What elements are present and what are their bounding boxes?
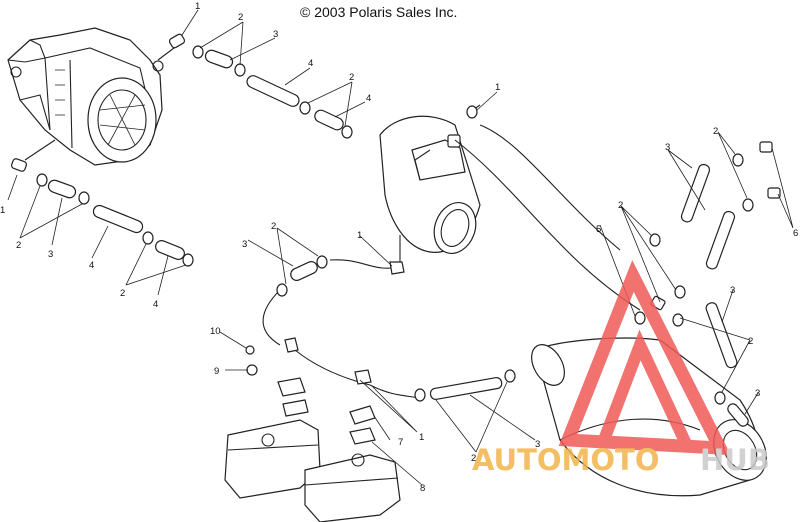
- pump-housing: [7, 27, 164, 166]
- callout-4: 4: [89, 260, 94, 271]
- callout-4: 4: [153, 299, 158, 310]
- callout-1: 1: [357, 230, 362, 241]
- water-lines: [262, 104, 641, 399]
- watermark-triangle-inner: [598, 329, 694, 451]
- callout-4: 4: [366, 93, 371, 104]
- watermark-text-main: AUTOMOTO: [472, 443, 659, 477]
- callout-2: 2: [271, 221, 276, 232]
- callout-2: 2: [16, 240, 21, 251]
- lower-left-hose-assembly: [10, 139, 194, 267]
- bracket-parts: [245, 337, 376, 445]
- callout-1: 1: [495, 82, 500, 93]
- callout-2: 2: [471, 453, 476, 464]
- intake-elbow: [379, 115, 481, 254]
- callout-2: 2: [238, 12, 243, 23]
- callout-7: 7: [398, 437, 403, 448]
- leader-lines: [7, 9, 794, 486]
- callout-2: 2: [349, 72, 354, 83]
- callout-labels: 1 2 3 4 2 4 1 1 2 3 4 2 4 3 2 1 10 9 7 1…: [0, 1, 798, 494]
- callout-1: 1: [419, 432, 424, 443]
- callout-3: 3: [665, 142, 670, 153]
- callout-3: 3: [242, 239, 247, 250]
- copyright-text: © 2003 Polaris Sales Inc.: [300, 4, 458, 20]
- callout-2: 2: [748, 336, 753, 347]
- callout-8: 8: [420, 483, 425, 494]
- callout-3: 3: [535, 439, 540, 450]
- callout-2: 2: [618, 200, 623, 211]
- upper-hose-assembly: [157, 33, 353, 139]
- callout-4: 4: [308, 58, 313, 69]
- tank-panels: [224, 419, 401, 522]
- watermark-text-hub: HUB: [700, 443, 770, 477]
- center-hose-assembly: [276, 235, 405, 297]
- right-upper-hose-assembly: [466, 105, 781, 427]
- callout-9: 9: [214, 366, 219, 377]
- callout-3: 3: [48, 249, 53, 260]
- callout-2: 2: [120, 288, 125, 299]
- callout-6: 6: [793, 228, 798, 239]
- callout-1: 1: [0, 205, 5, 216]
- callout-3: 3: [273, 29, 278, 40]
- callout-10: 10: [210, 326, 221, 337]
- watermark-triangle-outer: [558, 260, 731, 456]
- callout-1: 1: [195, 1, 200, 12]
- callout-2: 2: [713, 126, 718, 137]
- watermark-logo: AUTOMOTO HUB: [472, 260, 770, 477]
- right-lower-hose-assembly: [414, 369, 516, 402]
- callout-3: 3: [755, 388, 760, 399]
- callout-5: 5: [596, 224, 601, 235]
- callout-3: 3: [730, 285, 735, 296]
